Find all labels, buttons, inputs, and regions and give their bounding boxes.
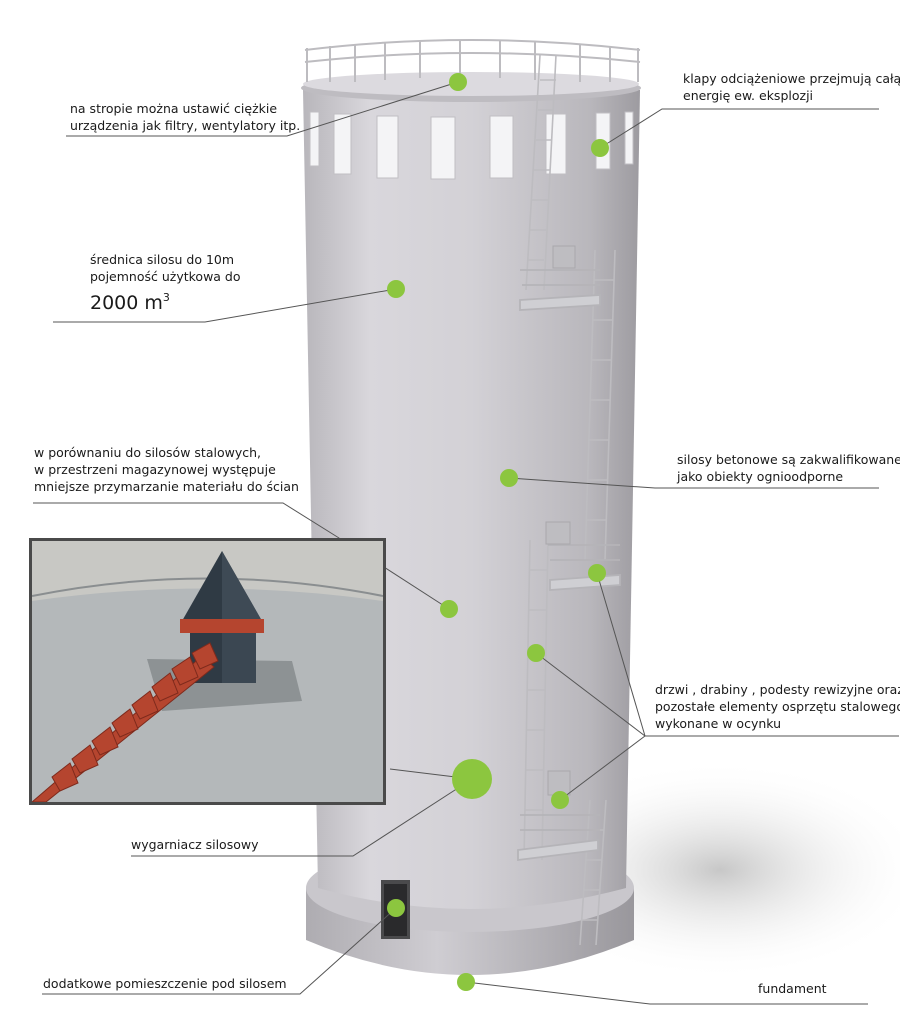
marker-diameter xyxy=(387,280,405,298)
label-compare-line1: w porównaniu do silosów stalowych, xyxy=(34,445,261,460)
ladders xyxy=(523,54,616,946)
capacity-exponent: 3 xyxy=(162,291,170,304)
label-foundation-text: fundament xyxy=(758,981,827,996)
label-galvanized-line2: pozostałe elementy osprzętu stalowego xyxy=(655,699,900,714)
label-diameter-line2: pojemność użytkowa do xyxy=(90,269,241,284)
marker-roof xyxy=(449,73,467,91)
label-extractor: wygarniacz silosowy xyxy=(131,836,258,853)
label-relief-line2: energię ew. eksplozji xyxy=(683,88,814,103)
label-diameter: średnica silosu do 10m pojemność użytkow… xyxy=(90,251,241,316)
marker-relief-flaps xyxy=(591,139,609,157)
label-galvanized-line1: drzwi , drabiny , podesty rewizyjne oraz xyxy=(655,682,900,697)
marker-platform xyxy=(588,564,606,582)
markers xyxy=(387,73,609,991)
leader-lines xyxy=(33,81,899,1005)
marker-extractor xyxy=(452,759,492,799)
label-foundation: fundament xyxy=(758,980,827,997)
label-galvanized: drzwi , drabiny , podesty rewizyjne oraz… xyxy=(655,681,900,732)
marker-foundation xyxy=(457,973,475,991)
label-capacity: 2000 m3 xyxy=(90,285,241,316)
label-diameter-line1: średnica silosu do 10m xyxy=(90,252,235,267)
label-fireproof: silosy betonowe są zakwalifikowane jako … xyxy=(677,451,900,485)
label-fireproof-line2: jako obiekty ognioodporne xyxy=(677,469,844,484)
capacity-value: 2000 m xyxy=(90,292,163,314)
label-room-text: dodatkowe pomieszczenie pod silosem xyxy=(43,976,287,991)
marker-ladder xyxy=(527,644,545,662)
extractor-cone xyxy=(180,551,264,683)
marker-door xyxy=(551,791,569,809)
label-compare-line3: mniejsze przymarzanie materiału do ścian xyxy=(34,479,299,494)
label-roof-line2: urządzenia jak filtry, wentylatory itp. xyxy=(70,118,301,133)
label-fireproof-line1: silosy betonowe są zakwalifikowane xyxy=(677,452,900,467)
label-roof-line1: na stropie można ustawić ciężkie xyxy=(70,101,278,116)
label-galvanized-line3: wykonane w ocynku xyxy=(655,716,782,731)
extractor-photo xyxy=(29,538,386,805)
screw-conveyor xyxy=(32,642,219,802)
label-compare: w porównaniu do silosów stalowych, w prz… xyxy=(34,444,299,495)
marker-room xyxy=(387,899,405,917)
label-relief-line1: klapy odciążeniowe przejmują całą xyxy=(683,71,900,86)
marker-compare xyxy=(440,600,458,618)
platforms xyxy=(517,269,621,862)
roof-railing xyxy=(304,39,641,82)
marker-fireproof xyxy=(500,469,518,487)
label-extractor-text: wygarniacz silosowy xyxy=(131,837,259,852)
label-compare-line2: w przestrzeni magazynowej występuje xyxy=(34,462,276,477)
label-relief-flaps: klapy odciążeniowe przejmują całą energi… xyxy=(683,70,900,104)
label-room: dodatkowe pomieszczenie pod silosem xyxy=(43,975,287,992)
label-roof: na stropie można ustawić ciężkie urządze… xyxy=(70,100,300,134)
